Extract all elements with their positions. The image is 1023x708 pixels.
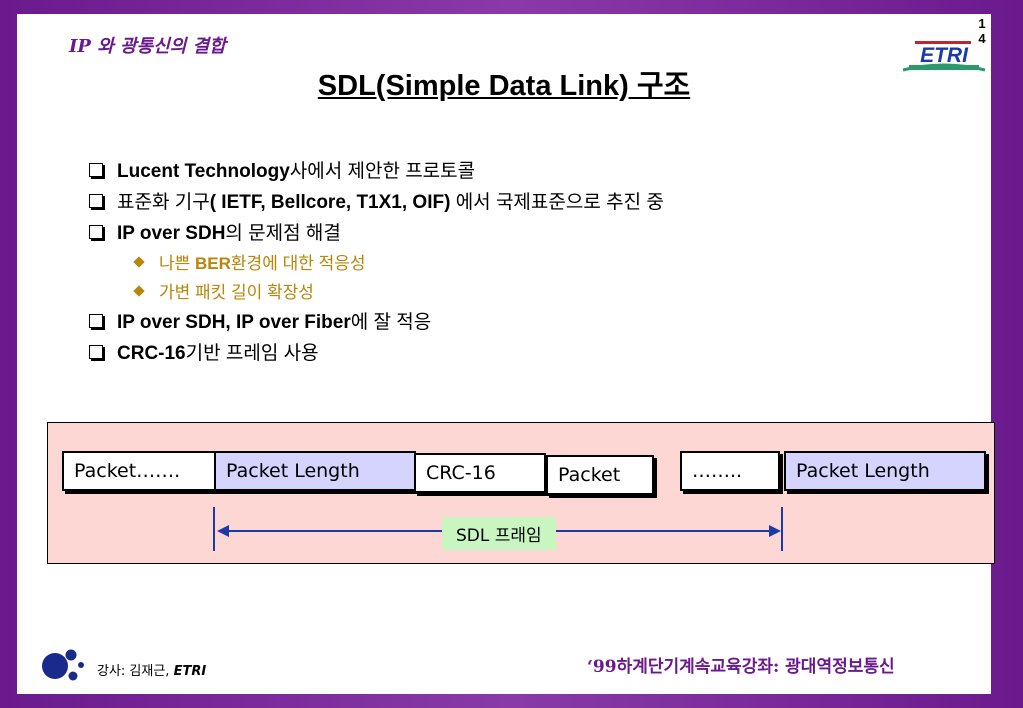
frame-cell-packet-length: Packet Length — [214, 451, 416, 491]
bullet-3-bold: IP over SDH — [117, 223, 226, 244]
page-number-line2: 4 — [978, 31, 986, 46]
frame-cell-crc16: CRC-16 — [414, 453, 546, 493]
bullet-4-rest: 에 잘 적응 — [350, 312, 432, 333]
bullet-1-bold: Lucent Technology — [117, 161, 290, 182]
diamond-bullet-icon — [133, 255, 145, 268]
bullet-list: Lucent Technology사에서 제안한 프로토콜 표준화 기구( IE… — [89, 154, 664, 367]
checkbox-bullet-icon — [89, 224, 103, 239]
bullet-item-4: IP over SDH, IP over Fiber에 잘 적응 — [89, 305, 664, 336]
sub-bullet-1-pre: 나쁜 — [159, 254, 196, 273]
frame-boundary-right — [781, 507, 783, 551]
bullet-2-rest: 에서 국제표준으로 추진 중 — [450, 192, 664, 213]
bullet-3-rest: 의 문제점 해결 — [225, 223, 341, 244]
sdl-frame-diagram: Packet……. Packet Length CRC-16 Packet ……… — [47, 422, 995, 564]
header-title: IP 와 광통신의 결합 — [69, 36, 226, 57]
frame-cell-packet-length-2: Packet Length — [784, 451, 986, 491]
slide: IP 와 광통신의 결합 1 4 ETRI SDL(Simple Data Li… — [17, 14, 995, 694]
bullet-5-bold: CRC-16 — [117, 343, 186, 364]
page-number: 1 4 — [975, 16, 989, 46]
instructor-name: 강사: 김재근, — [97, 664, 174, 679]
instructor-org: ETRI — [173, 664, 207, 679]
footer-course: ‘99하계단기계속교육강좌: 광대역정보통신 — [587, 657, 895, 677]
bullet-item-3: IP over SDH의 문제점 해결 — [89, 216, 664, 247]
bullet-2-pre: 표준화 기구 — [117, 192, 210, 213]
sub-bullet-1-rest: 환경에 대한 적응성 — [230, 254, 366, 273]
diamond-bullet-icon — [133, 284, 145, 297]
sub-bullet-1-bold: BER — [195, 254, 231, 273]
main-title: SDL(Simple Data Link) 구조 — [317, 70, 691, 102]
sdl-frame-label: SDL 프래임 — [442, 517, 556, 550]
checkbox-bullet-icon — [89, 162, 103, 177]
checkbox-bullet-icon — [89, 193, 103, 208]
footer-instructor: 강사: 김재근, ETRI — [97, 660, 206, 679]
etri-logo: ETRI — [902, 41, 986, 72]
arrow-right-icon — [769, 525, 781, 537]
sub-bullet-2-text: 가변 패킷 길이 확장성 — [159, 283, 314, 302]
frame-boundary-left — [213, 507, 215, 551]
arrow-left-icon — [217, 525, 229, 537]
bullet-5-rest: 기반 프레임 사용 — [185, 343, 319, 364]
frame-cell-ellipsis: …….. — [680, 451, 780, 491]
bullet-item-1: Lucent Technology사에서 제안한 프로토콜 — [89, 154, 664, 185]
sub-bullet-1: 나쁜 BER환경에 대한 적응성 — [89, 247, 664, 276]
bullet-1-rest: 사에서 제안한 프로토콜 — [289, 161, 476, 182]
checkbox-bullet-icon — [89, 313, 103, 328]
frame-cell-packet-2: Packet — [546, 455, 654, 495]
page-number-line1: 1 — [978, 16, 986, 31]
bullet-4-bold: IP over SDH, IP over Fiber — [117, 312, 351, 333]
sub-bullet-2: 가변 패킷 길이 확장성 — [89, 276, 664, 305]
bullet-item-2: 표준화 기구( IETF, Bellcore, T1X1, OIF) 에서 국제… — [89, 185, 664, 216]
bullet-item-5: CRC-16기반 프레임 사용 — [89, 336, 664, 367]
checkbox-bullet-icon — [89, 344, 103, 359]
footer-logo-icon — [42, 649, 84, 681]
bullet-2-bold: ( IETF, Bellcore, T1X1, OIF) — [209, 192, 451, 213]
logo-text: ETRI — [920, 44, 969, 67]
